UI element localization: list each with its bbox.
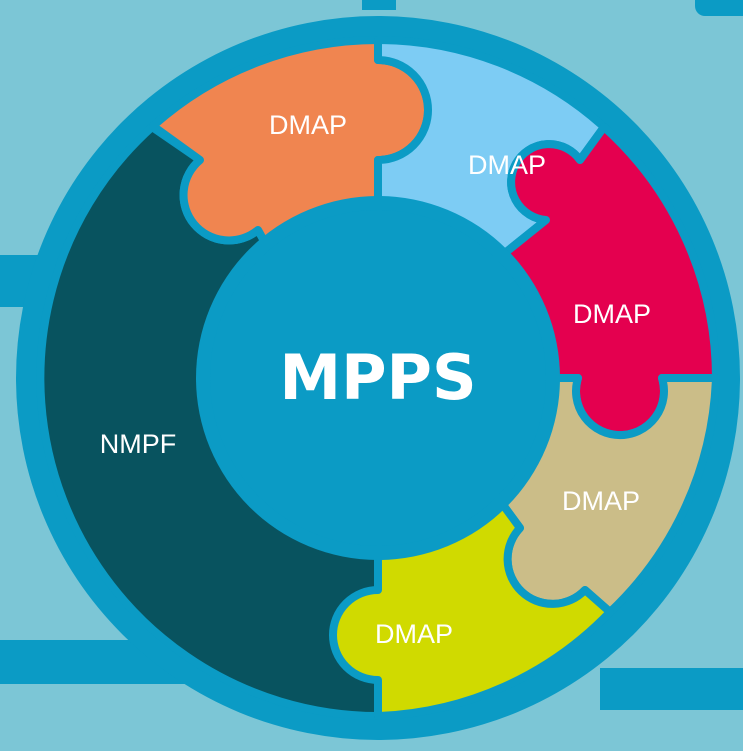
segments (36, 36, 720, 720)
connector-stub-top (362, 0, 396, 10)
segment-label-dmap-lime: DMAP (375, 619, 453, 649)
hub-label: MPPS (279, 341, 476, 414)
segment-label-dmap-lightblue: DMAP (468, 150, 546, 180)
segment-label-nmpf: NMPF (100, 429, 177, 459)
segment-label-dmap-tan: DMAP (562, 486, 640, 516)
segment-label-dmap-crimson: DMAP (573, 299, 651, 329)
frame-corner-top-right (695, 0, 743, 16)
segment-label-dmap-orange: DMAP (269, 110, 347, 140)
hub-circle (210, 210, 546, 546)
connector-bar-bottom-right (600, 668, 743, 710)
